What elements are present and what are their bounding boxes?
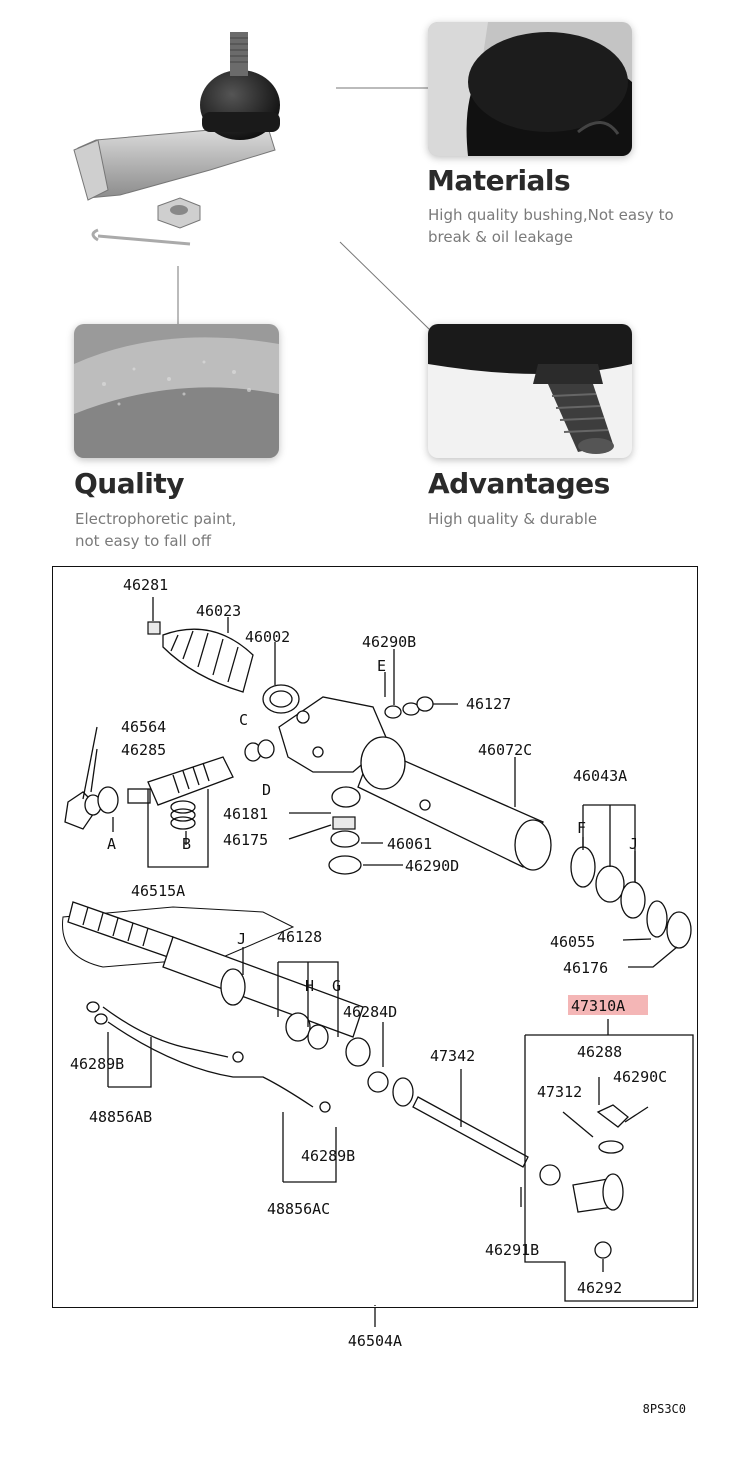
part-hoses xyxy=(86,1001,331,1113)
label-46002: 46002 xyxy=(245,628,290,646)
label-46290c: 46290C xyxy=(613,1068,667,1086)
label-48856ac: 48856AC xyxy=(267,1200,330,1218)
advantages-photo xyxy=(428,324,632,458)
label-47310a: 47310A xyxy=(571,997,625,1015)
parts-diagram: 46281 46023 46002 46290B E 46127 46564 4… xyxy=(52,566,698,1317)
parts-diagram-svg: 46281 46023 46002 46290B E 46127 46564 4… xyxy=(62,576,694,1317)
highlight-47310a xyxy=(568,995,648,1015)
label-46289b-1: 46289B xyxy=(70,1055,124,1073)
label-46055: 46055 xyxy=(550,933,595,951)
label-46061: 46061 xyxy=(387,835,432,853)
label-46072c: 46072C xyxy=(478,741,532,759)
label-j-1: J xyxy=(629,835,638,853)
label-46289b-2: 46289B xyxy=(301,1147,355,1165)
label-h: H xyxy=(305,977,314,995)
part-plug-46181 xyxy=(328,786,362,875)
label-j-2: J xyxy=(237,930,246,948)
advantages-title: Advantages xyxy=(428,467,610,500)
part-boot-46023 xyxy=(147,621,300,714)
part-tie-rod-end-47310a xyxy=(572,1104,629,1259)
label-46176: 46176 xyxy=(563,959,608,977)
label-46515a: 46515A xyxy=(131,882,185,900)
label-e: E xyxy=(377,657,386,675)
materials-desc: High quality bushing,Not easy to break &… xyxy=(428,206,674,246)
label-46281: 46281 xyxy=(123,576,168,594)
diagram-ref-code: 8PS3C0 xyxy=(642,1402,686,1416)
part-housing xyxy=(244,696,434,773)
quality-photo xyxy=(74,324,279,458)
part-rack-housing xyxy=(62,901,371,1067)
label-46023: 46023 xyxy=(196,602,241,620)
label-46284d: 46284D xyxy=(343,1003,397,1021)
tie-rod-end-box xyxy=(524,1019,694,1302)
advantages-desc: High quality & durable xyxy=(428,510,598,528)
label-46290d: 46290D xyxy=(405,857,459,875)
label-46292: 46292 xyxy=(577,1279,622,1297)
quality-title: Quality xyxy=(74,467,184,500)
label-b: B xyxy=(182,835,191,853)
assembly-leader xyxy=(374,1307,376,1327)
label-46127: 46127 xyxy=(466,695,511,713)
label-47342: 47342 xyxy=(430,1047,475,1065)
label-d: D xyxy=(262,781,271,799)
label-46181: 46181 xyxy=(223,805,268,823)
label-46290b: 46290B xyxy=(362,633,416,651)
product-photo-tie-rod-end xyxy=(73,32,280,246)
part-tube-46072c xyxy=(357,736,552,871)
label-c: C xyxy=(239,711,248,729)
part-seals-46043a xyxy=(570,846,692,949)
quality-desc-line2: not easy to fall off xyxy=(75,532,212,550)
part-pinion-46515a xyxy=(64,756,234,830)
quality-desc-line1: Electrophoretic paint, xyxy=(75,510,237,528)
label-a: A xyxy=(107,835,116,853)
assembly-code: 46504A xyxy=(347,1332,403,1350)
label-46285: 46285 xyxy=(121,741,166,759)
label-g: G xyxy=(332,977,341,995)
label-46175: 46175 xyxy=(223,831,268,849)
label-46291b: 46291B xyxy=(485,1241,539,1259)
label-46128: 46128 xyxy=(277,928,322,946)
label-f: F xyxy=(577,819,586,837)
label-46564: 46564 xyxy=(121,718,166,736)
part-inner-rod-47342 xyxy=(367,1071,561,1186)
materials-photo xyxy=(428,22,632,156)
connector-lines xyxy=(177,87,431,331)
label-46043a: 46043A xyxy=(573,767,627,785)
label-48856ab: 48856AB xyxy=(89,1108,152,1126)
label-46288: 46288 xyxy=(577,1043,622,1061)
label-47312: 47312 xyxy=(537,1083,582,1101)
materials-title: Materials xyxy=(427,164,571,197)
